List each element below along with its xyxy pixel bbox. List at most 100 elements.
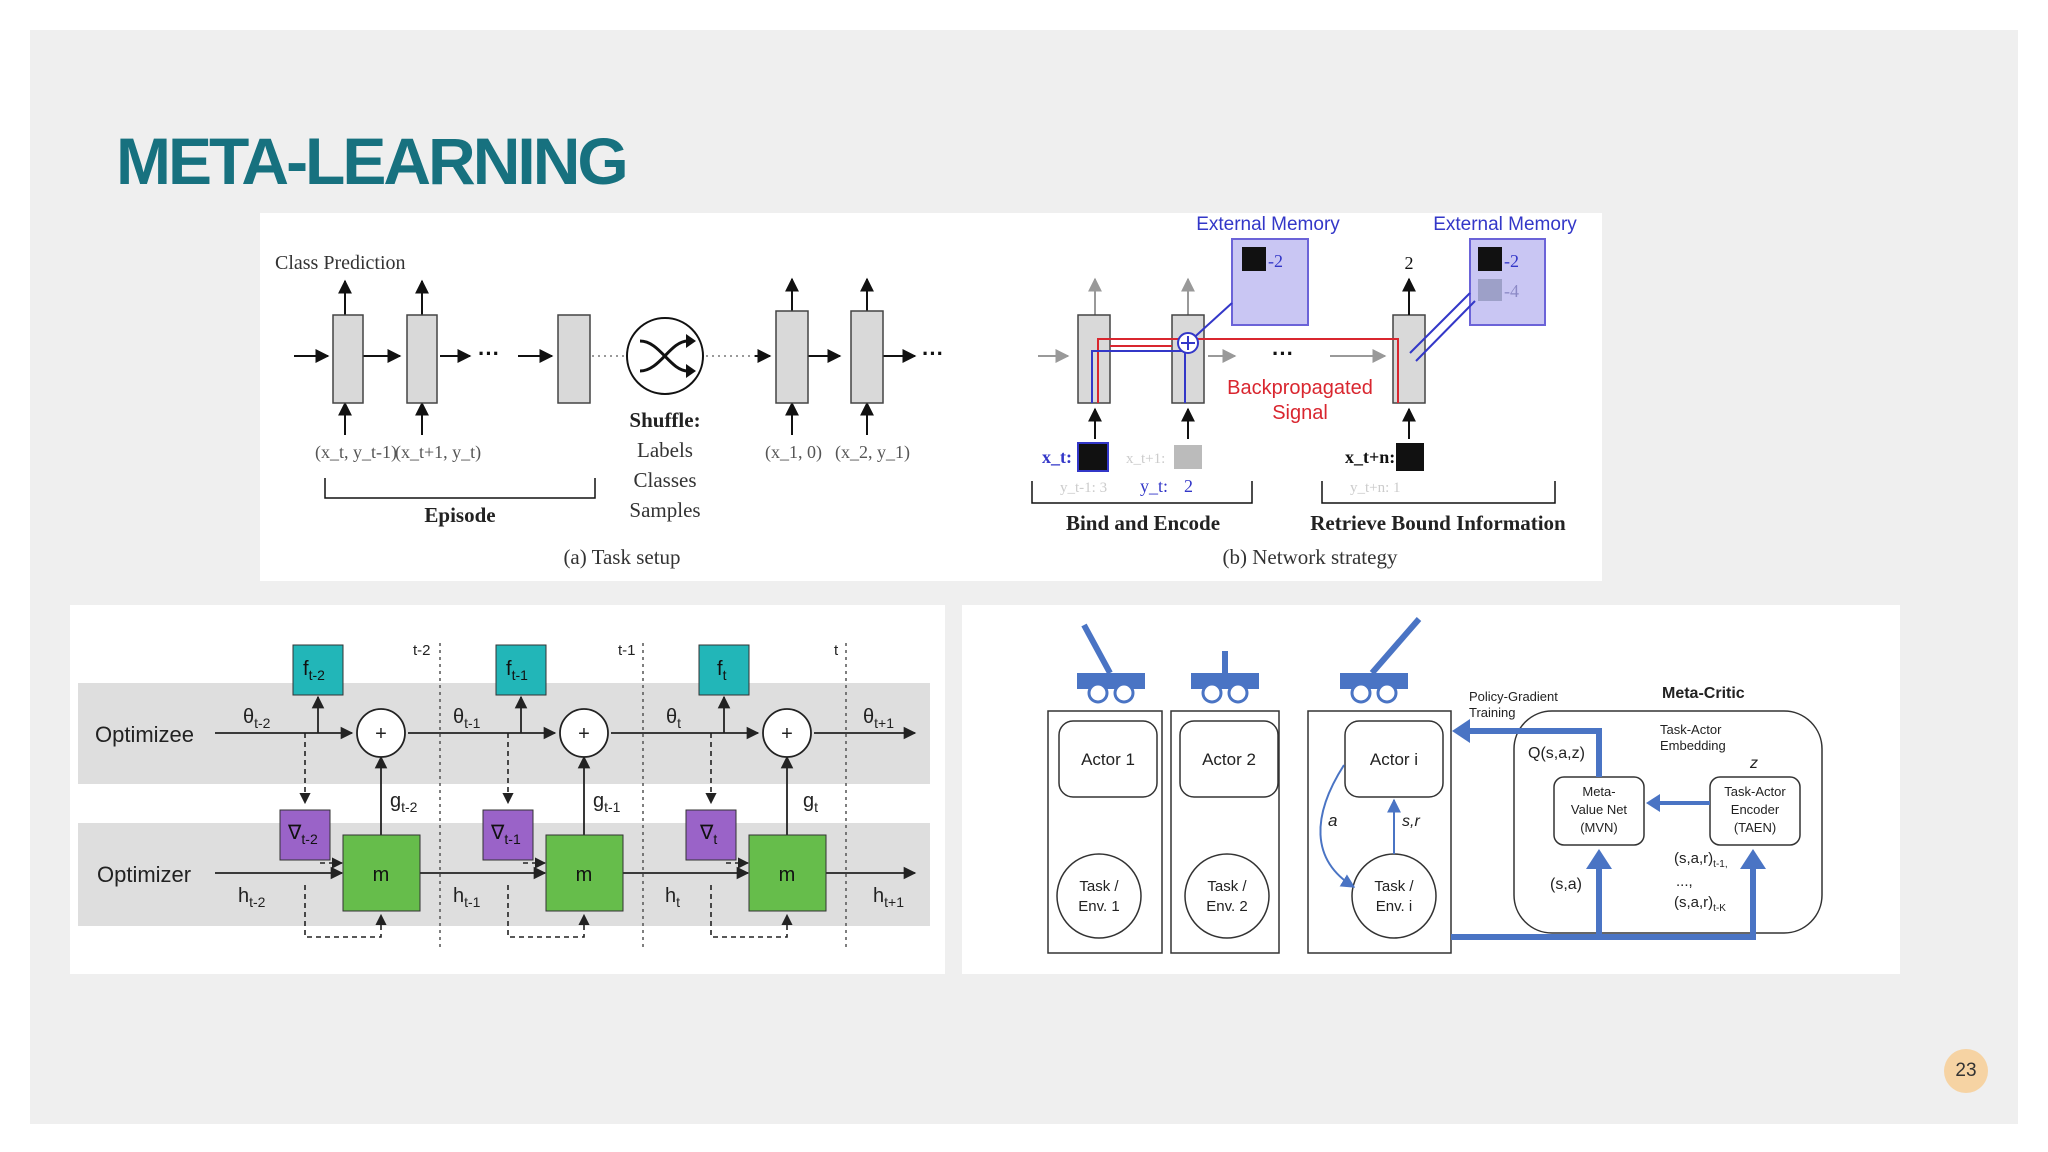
optimizee-label: Optimizee	[95, 722, 194, 747]
svg-text:ft: ft	[717, 658, 727, 683]
embedding-arrow	[1646, 794, 1710, 812]
task-label: Task /	[1079, 878, 1119, 895]
g-label: g	[803, 790, 814, 812]
memory-write-path	[1091, 292, 1476, 403]
y-t-label: y_t:	[1140, 476, 1168, 496]
actor-box	[1058, 720, 1158, 798]
y-t1-label: y_t-1: 3	[1060, 480, 1107, 496]
svg-text:θt-2: θt-2	[243, 706, 271, 731]
actor-label: Actor 2	[1202, 750, 1256, 769]
memory-value: -2	[1268, 251, 1283, 271]
input-label: (x_t+1, y_t)	[395, 442, 481, 463]
svg-text:(s,a,r)t-K: (s,a,r)t-K	[1674, 894, 1726, 914]
class-prediction-label: Class Prediction	[275, 252, 406, 274]
cartpole-icon	[1077, 623, 1145, 704]
a-label: a	[1328, 811, 1337, 830]
g-sub: t-2	[401, 799, 418, 815]
task-node	[1056, 853, 1142, 939]
actor-label: Actor 1	[1081, 750, 1135, 769]
loss-box	[698, 644, 750, 696]
svg-text:ht-1: ht-1	[453, 885, 481, 910]
actor-box	[1179, 720, 1279, 798]
input-image	[1396, 443, 1424, 471]
theta-label: θ	[453, 706, 464, 728]
sr-label: s,r	[1402, 813, 1420, 830]
sar-sub: t-K	[1713, 903, 1726, 914]
g-sub: t	[814, 799, 818, 815]
embedding-label: Embedding	[1660, 738, 1726, 753]
policy-gradient-label: Policy-Gradient	[1469, 689, 1558, 704]
actor-label: Actor i	[1370, 750, 1418, 769]
grad-sub: t-2	[301, 831, 318, 847]
time-separators	[439, 643, 847, 950]
taen-box	[1709, 776, 1801, 846]
lstm-cell	[775, 310, 809, 404]
mvn-label: Value Net	[1571, 802, 1628, 817]
theta-label: θ	[863, 706, 874, 728]
retrieve-bracket	[1321, 481, 1556, 504]
meta-critic-figure: Actor 1 Actor 2 Actor i Task / Env. 1 Ta…	[962, 605, 1900, 974]
actor-box	[1344, 720, 1444, 798]
lstm-cell	[1171, 314, 1205, 404]
mvn-label: Meta-	[1582, 784, 1615, 799]
task-label: Task /	[1374, 878, 1414, 895]
task-label: Env. 2	[1206, 898, 1247, 915]
flow-lines	[215, 695, 917, 880]
taen-label: Encoder	[1731, 802, 1780, 817]
caption-a: (a) Task setup	[563, 545, 680, 569]
external-memory-label: External Memory	[1196, 214, 1340, 235]
shuffle-icon	[626, 317, 704, 395]
svg-text:ht-2: ht-2	[238, 885, 266, 910]
taen-label: Task-Actor	[1724, 784, 1786, 799]
critic-feedback-arrow	[1452, 719, 1602, 777]
policy-gradient-label: Training	[1469, 705, 1515, 720]
grad-label: ∇	[287, 822, 302, 844]
bind-bracket	[1031, 481, 1253, 504]
g-label: g	[390, 790, 401, 812]
g-label: g	[593, 790, 604, 812]
g-sub: t-1	[604, 799, 621, 815]
h-label: h	[238, 885, 249, 907]
h-label: h	[453, 885, 464, 907]
f-sub: t-1	[512, 667, 529, 683]
lstm-cell	[557, 314, 591, 404]
lstm-cell	[332, 314, 364, 404]
dashed-links	[299, 733, 793, 938]
lstm-cell	[406, 314, 438, 404]
svg-text:θt-1: θt-1	[453, 706, 481, 731]
input-label: (x_t, y_t-1)	[315, 442, 397, 463]
svg-text:ft-2: ft-2	[303, 658, 325, 683]
retrieve-label: Retrieve Bound Information	[1310, 511, 1566, 535]
input-label: (x_1, 0)	[765, 442, 822, 463]
episode-bracket	[324, 478, 596, 499]
svg-text:ht+1: ht+1	[873, 885, 904, 910]
ellipsis: ···	[478, 341, 500, 366]
memory-value: -4	[1504, 281, 1519, 301]
shuffle-item: Labels	[637, 438, 693, 462]
input-label: (x_2, y_1)	[835, 442, 910, 463]
svg-text:θt: θt	[666, 706, 681, 731]
episode-label: Episode	[424, 503, 495, 527]
page-number-badge: 23	[1944, 1049, 1988, 1093]
memory-image-faded	[1478, 279, 1502, 301]
x-tn-label: x_t+n:	[1345, 447, 1395, 467]
x-t-label: x_t:	[1042, 447, 1072, 467]
svg-text:(s,a,r)t-1,: (s,a,r)t-1,	[1674, 850, 1728, 870]
sar-label: (s,a,r)	[1674, 894, 1713, 911]
loss-box	[292, 644, 344, 696]
theta-label: θ	[243, 706, 254, 728]
lstm-optimizer-box	[545, 834, 624, 912]
network-flow-gray	[1038, 277, 1387, 363]
task-label: Task /	[1207, 878, 1247, 895]
shuffle-title: Shuffle:	[629, 408, 700, 432]
lstm-cell	[850, 310, 884, 404]
external-memory-label: External Memory	[1433, 214, 1577, 235]
lstm-optimizer-box	[342, 834, 421, 912]
h-sub: t+1	[884, 894, 904, 910]
shuffle-item: Samples	[629, 498, 700, 522]
plus-node	[559, 708, 609, 758]
svg-text:∇t-1: ∇t-1	[490, 822, 521, 847]
q-label: Q(s,a,z)	[1528, 745, 1585, 762]
task-node	[1351, 853, 1437, 939]
action-arrow	[1319, 764, 1356, 888]
